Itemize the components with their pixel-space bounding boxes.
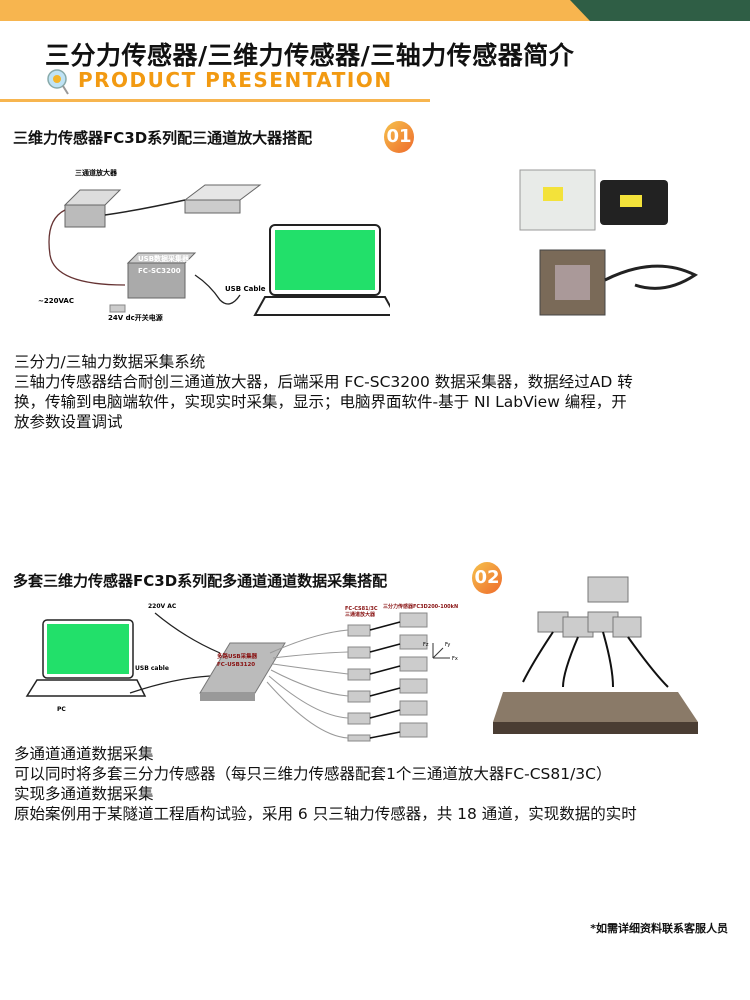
divider [0,99,430,102]
svg-text:220V AC: 220V AC [148,603,177,610]
svg-text:Fy: Fy [445,642,450,648]
svg-text:USB Cable: USB Cable [225,285,266,293]
svg-text:USB数据采集器: USB数据采集器 [138,254,190,263]
section1-diagram: 三通道放大器 USB数据采集器 FC-SC3200 USB Cable ~220… [38,168,390,322]
svg-text:USB cable: USB cable [135,665,169,672]
section1-title: 三维力传感器FC3D系列配三通道放大器搭配 [13,129,313,147]
section2-product-photo [493,576,698,734]
section2-description: 多通道通道数据采集可以同时将多套三分力传感器（每只三维力传感器配套1个三通道放大… [14,745,637,823]
svg-text:FC-SC3200: FC-SC3200 [138,267,181,275]
svg-text:FC-CS81/3C: FC-CS81/3C [345,606,378,612]
section2-diagram: PC 220V AC USB cable 多路USB采集器 FC-USB3120… [25,603,458,742]
svg-text:三分力传感器FC3D200-100kN: 三分力传感器FC3D200-100kN [383,603,458,610]
page-title: 三分力传感器/三维力传感器/三轴力传感器简介 [45,41,575,70]
svg-text:~220VAC: ~220VAC [38,297,74,305]
section1-product-photo [519,169,698,316]
svg-text:Fz: Fz [423,642,429,648]
svg-text:Fx: Fx [452,656,458,662]
amp-label: 三通道放大器 [75,168,118,177]
section1-badge: 01 [384,121,414,153]
svg-text:FC-USB3120: FC-USB3120 [217,662,255,668]
svg-text:24V dc开关电源: 24V dc开关电源 [108,313,163,322]
magnifier-gear-icon [47,69,69,95]
svg-text:多路USB采集器: 多路USB采集器 [217,652,258,660]
top-banner-accent [570,0,750,21]
section2-title: 多套三维力传感器FC3D系列配多通道通道数据采集搭配 [13,572,388,590]
svg-text:三通道放大器: 三通道放大器 [345,611,376,618]
footer-note: *如需详细资料联系客服人员 [590,922,728,935]
section1-description: 三分力/三轴力数据采集系统三轴力传感器结合耐创三通道放大器，后端采用 FC-SC… [14,353,633,431]
top-banner [0,0,750,21]
section2-badge: 02 [472,562,502,594]
amp-sensor-rows [347,612,428,742]
page-subtitle: PRODUCT PRESENTATION [78,68,393,92]
svg-text:PC: PC [57,706,66,713]
